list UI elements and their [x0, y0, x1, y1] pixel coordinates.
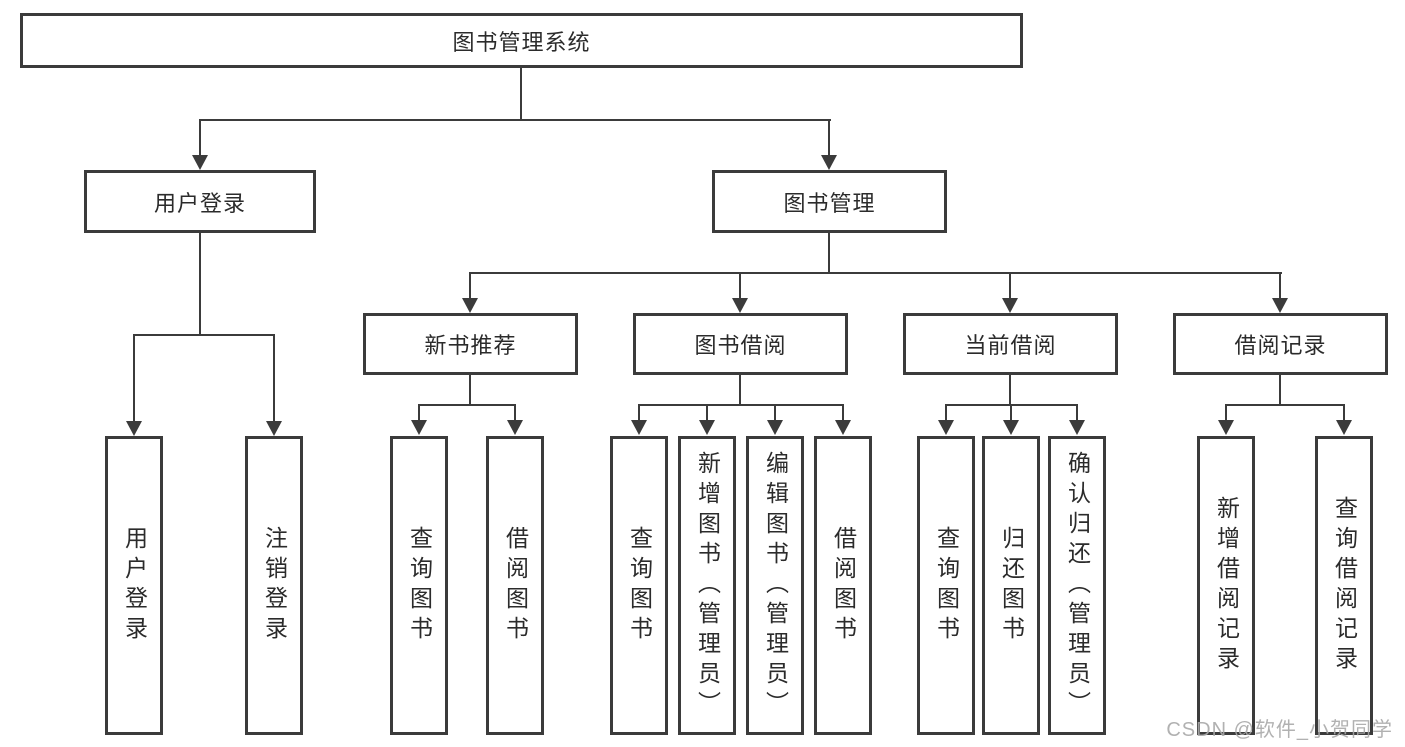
arrow-down-icon — [1002, 298, 1018, 313]
connector-vline — [739, 375, 741, 406]
arrow-down-icon — [767, 420, 783, 435]
node-user-login: 用户登录 — [84, 170, 316, 233]
node-label: 注销登录 — [261, 525, 288, 646]
arrow-down-icon — [266, 421, 282, 436]
node-leaf-logout: 注销登录 — [245, 436, 303, 735]
connector-vline — [1279, 272, 1281, 299]
connector-vline — [1279, 375, 1281, 406]
node-label: 查询借阅记录 — [1331, 495, 1358, 676]
arrow-down-icon — [821, 155, 837, 170]
node-label: 借阅图书 — [502, 525, 529, 646]
arrow-down-icon — [938, 420, 954, 435]
connector-vline — [828, 119, 830, 156]
arrow-down-icon — [1003, 420, 1019, 435]
node-label: 新增图书（管理员） — [694, 450, 721, 721]
arrow-down-icon — [732, 298, 748, 313]
node-leaf-add-borrow-record: 新增借阅记录 — [1197, 436, 1255, 735]
connector-vline — [1009, 272, 1011, 299]
connector-vline — [1343, 404, 1345, 421]
connector-hline — [199, 119, 831, 121]
arrow-down-icon — [411, 420, 427, 435]
node-current-borrowing: 当前借阅 — [903, 313, 1118, 375]
csdn-watermark: CSDN @软件_小贺同学 — [1166, 719, 1393, 741]
arrow-down-icon — [1272, 298, 1288, 313]
node-book-management: 图书管理 — [712, 170, 947, 233]
arrow-down-icon — [1336, 420, 1352, 435]
node-label: 编辑图书（管理员） — [762, 450, 789, 721]
node-label: 图书管理 — [783, 190, 876, 216]
node-label: 图书管理系统 — [452, 29, 591, 55]
arrow-down-icon — [1069, 420, 1085, 435]
node-label: 当前借阅 — [964, 333, 1057, 358]
connector-vline — [418, 404, 420, 421]
arrow-down-icon — [835, 420, 851, 435]
node-label: 用户登录 — [121, 525, 148, 646]
connector-vline — [842, 404, 844, 421]
node-leaf-query-books-recommend: 查询图书 — [390, 436, 448, 735]
node-label: 借阅记录 — [1234, 333, 1327, 358]
node-label: 查询图书 — [933, 525, 960, 646]
node-label: 用户登录 — [153, 190, 246, 216]
connector-vline — [199, 119, 201, 156]
connector-vline — [1009, 375, 1011, 406]
connector-vline — [1225, 404, 1227, 421]
arrow-down-icon — [631, 420, 647, 435]
node-label: 归还图书 — [998, 525, 1025, 646]
connector-vline — [945, 404, 947, 421]
connector-hline — [638, 404, 844, 406]
connector-vline — [514, 404, 516, 421]
connector-vline — [774, 404, 776, 421]
node-borrowing-records: 借阅记录 — [1173, 313, 1388, 375]
node-library-management-system: 图书管理系统 — [20, 13, 1023, 68]
arrow-down-icon — [1218, 420, 1234, 435]
node-leaf-return-book: 归还图书 — [982, 436, 1040, 735]
connector-vline — [273, 334, 275, 422]
connector-vline — [133, 334, 135, 422]
arrow-down-icon — [462, 298, 478, 313]
connector-vline — [469, 272, 471, 299]
node-book-borrowing: 图书借阅 — [633, 313, 848, 375]
connector-vline — [469, 375, 471, 406]
node-leaf-query-books-borrowing: 查询图书 — [610, 436, 668, 735]
node-label: 借阅图书 — [830, 525, 857, 646]
node-label: 查询图书 — [406, 525, 433, 646]
node-leaf-query-books-current: 查询图书 — [917, 436, 975, 735]
connector-vline — [739, 272, 741, 299]
connector-vline — [1010, 404, 1012, 421]
node-label: 查询图书 — [626, 525, 653, 646]
node-label: 图书借阅 — [694, 333, 787, 358]
connector-hline — [469, 272, 1282, 274]
node-new-book-recommend: 新书推荐 — [363, 313, 578, 375]
connector-vline — [199, 233, 201, 335]
connector-vline — [1076, 404, 1078, 421]
node-label: 新书推荐 — [424, 333, 517, 358]
node-leaf-confirm-return-admin: 确认归还（管理员） — [1048, 436, 1106, 735]
node-leaf-borrow-books: 借阅图书 — [814, 436, 872, 735]
arrow-down-icon — [507, 420, 523, 435]
connector-vline — [706, 404, 708, 421]
node-label: 确认归还（管理员） — [1064, 450, 1091, 721]
connector-vline — [638, 404, 640, 421]
connector-hline — [418, 404, 516, 406]
connector-vline — [520, 68, 522, 120]
node-leaf-user-login: 用户登录 — [105, 436, 163, 735]
arrow-down-icon — [126, 421, 142, 436]
connector-hline — [133, 334, 275, 336]
connector-hline — [1225, 404, 1345, 406]
node-label: 新增借阅记录 — [1213, 495, 1240, 676]
arrow-down-icon — [699, 420, 715, 435]
node-leaf-edit-book-admin: 编辑图书（管理员） — [746, 436, 804, 735]
node-leaf-add-book-admin: 新增图书（管理员） — [678, 436, 736, 735]
node-leaf-borrow-books-recommend: 借阅图书 — [486, 436, 544, 735]
node-leaf-query-borrow-record: 查询借阅记录 — [1315, 436, 1373, 735]
arrow-down-icon — [192, 155, 208, 170]
connector-vline — [828, 233, 830, 273]
